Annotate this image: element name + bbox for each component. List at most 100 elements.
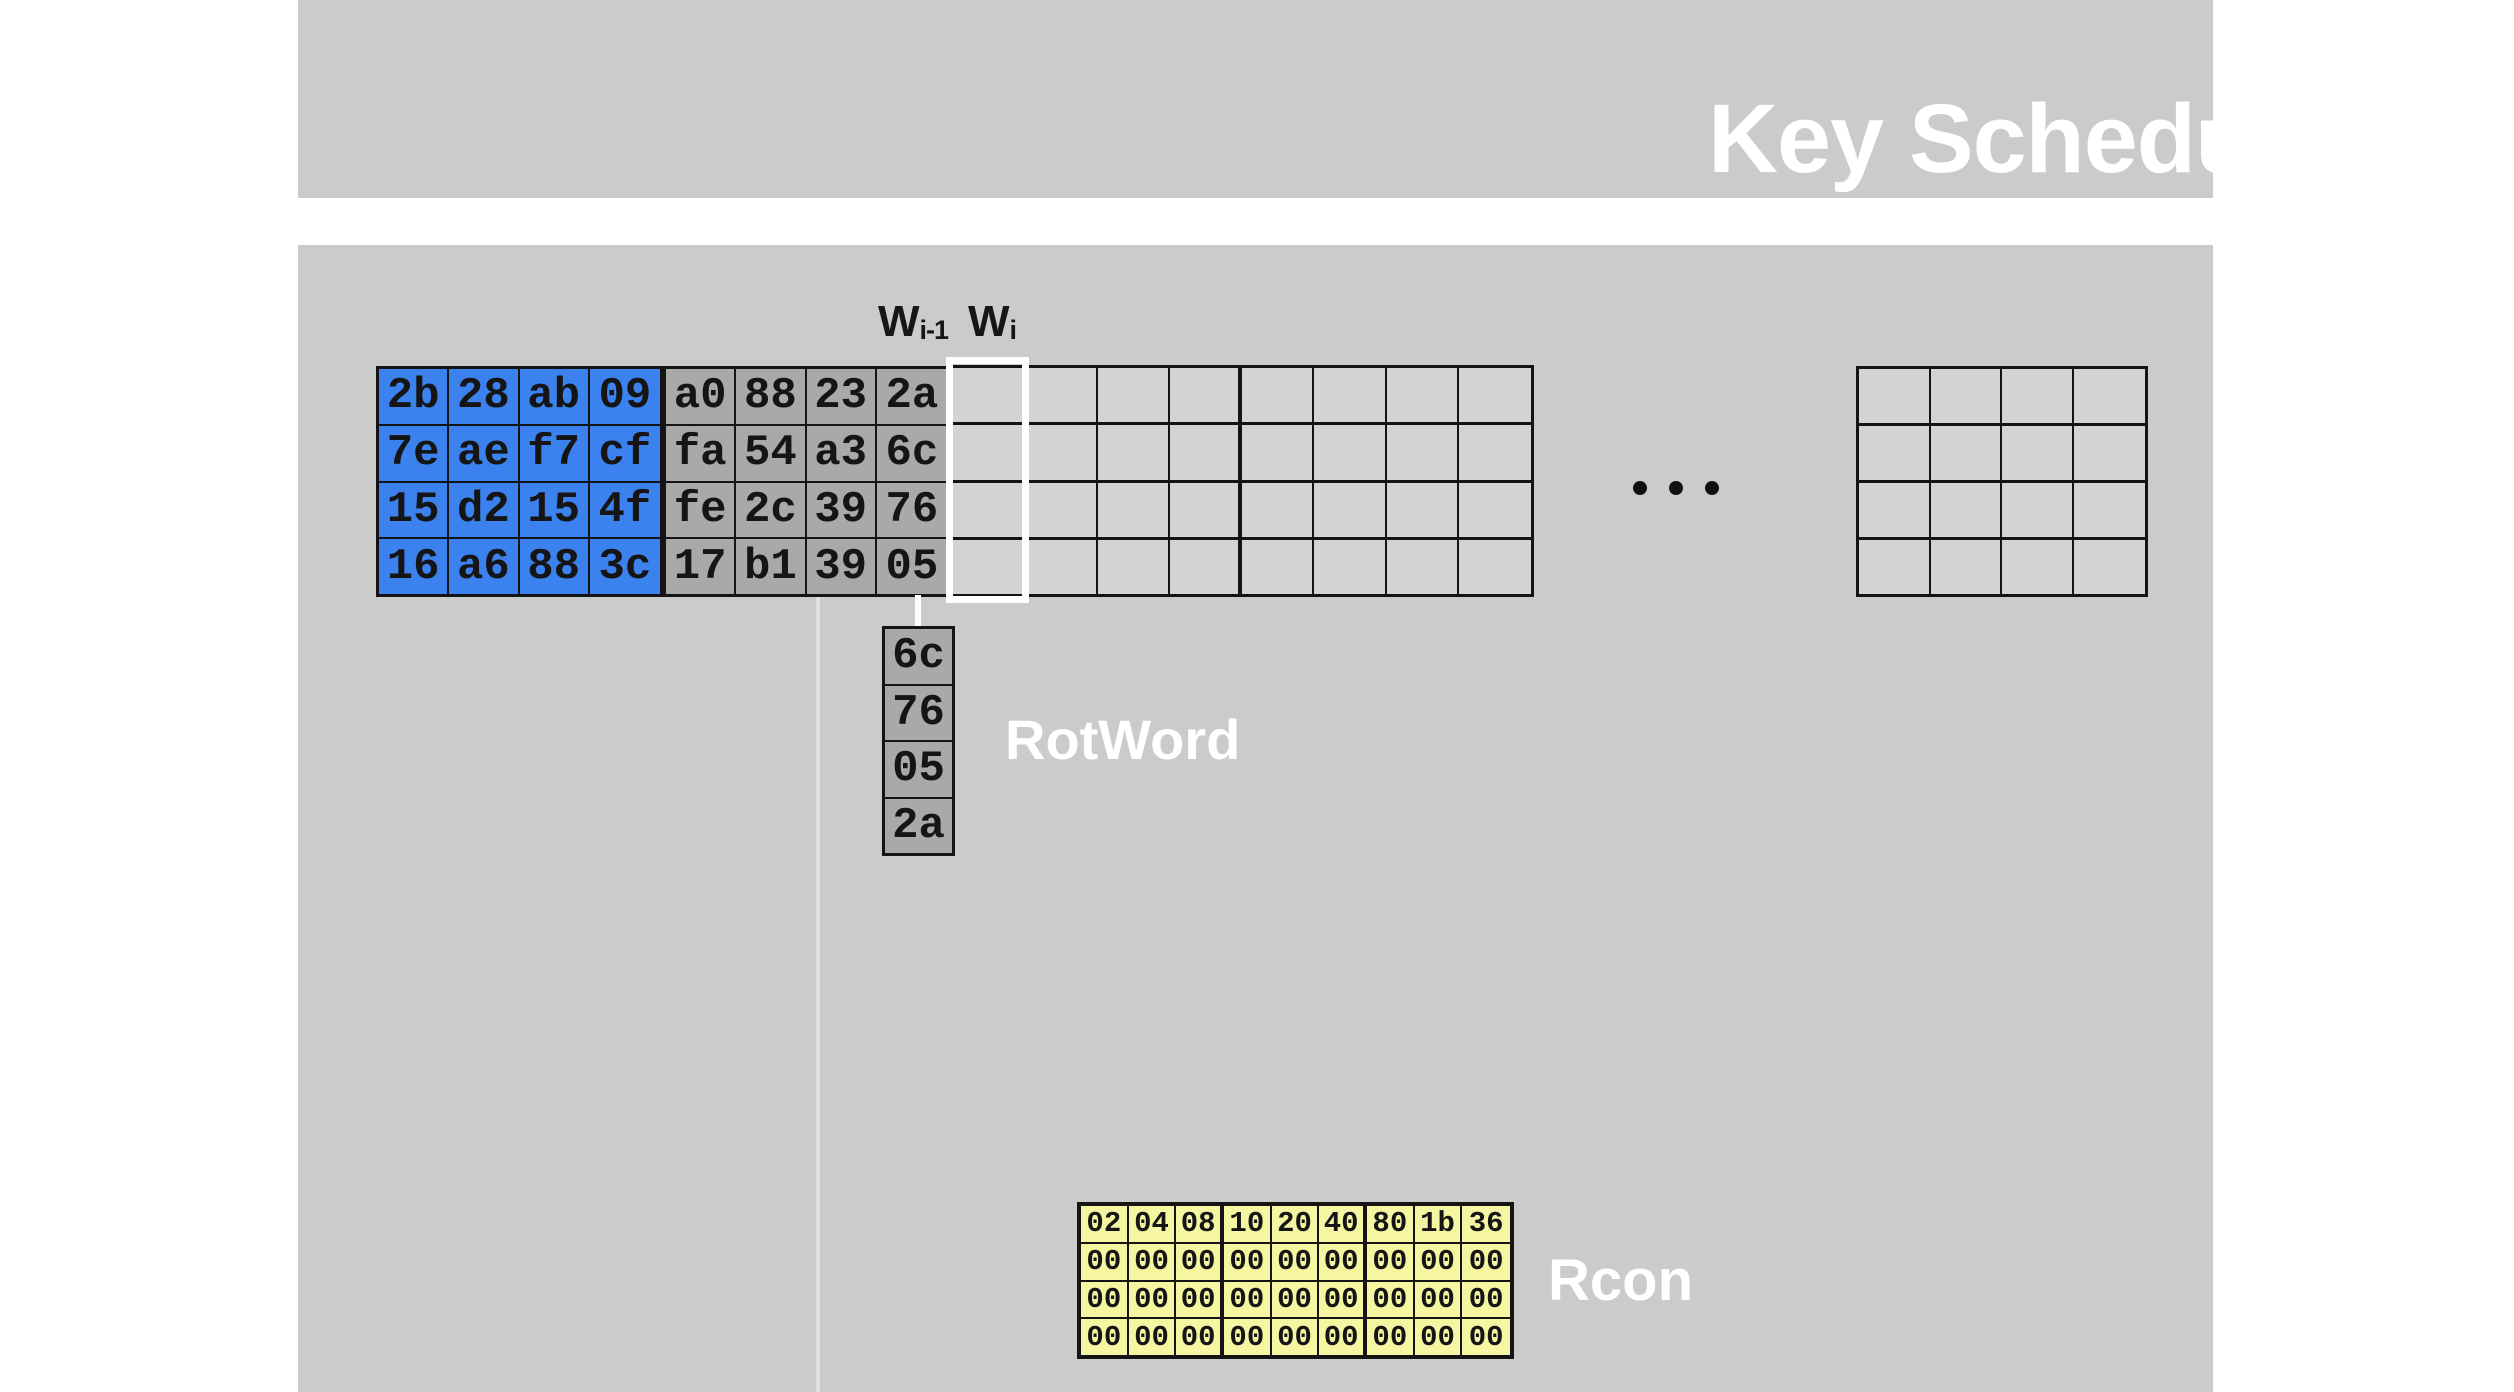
slide-top-band: Key Schedule — [298, 0, 2333, 198]
empty-grid-cell — [1458, 368, 1531, 426]
grid-cell: 00 — [1081, 1319, 1129, 1355]
grid-cell: 4f — [589, 482, 660, 540]
empty-grid-cell — [1169, 425, 1242, 483]
grid-cell: 00 — [1224, 1281, 1272, 1320]
grid-cell: 00 — [1319, 1281, 1367, 1320]
ellipsis-dot — [1633, 481, 1647, 495]
rotword-label: RotWord — [1005, 708, 1241, 771]
grid-cell: 00 — [1271, 1243, 1320, 1282]
grid-cell: 17 — [666, 539, 737, 594]
empty-grid-cell — [2073, 426, 2145, 483]
grid-cell: 76 — [885, 685, 952, 742]
grid-cell: 00 — [1367, 1281, 1415, 1320]
grid-cell: f7 — [519, 425, 590, 483]
empty-grid-cell — [1242, 368, 1315, 426]
grid-cell: 6c — [885, 629, 952, 686]
label-w-prev-subscript: i-1 — [919, 315, 949, 345]
empty-grid-cell — [1859, 483, 1931, 540]
grid-cell: 10 — [1224, 1206, 1272, 1244]
grid-cell: 00 — [1176, 1319, 1224, 1355]
grid-cell: 00 — [1367, 1319, 1415, 1355]
grid-cell: 2a — [876, 369, 947, 426]
empty-grid-cell — [1242, 539, 1315, 594]
grid-cell: fa — [666, 425, 737, 483]
grid-cell: 88 — [736, 369, 807, 426]
grid-cell: 05 — [876, 539, 947, 594]
grid-cell: 6c — [876, 425, 947, 483]
empty-grid-cell — [1386, 425, 1459, 483]
grid-cell: fe — [666, 482, 737, 540]
grid-cell: 09 — [589, 369, 660, 426]
grid-cell: 15 — [519, 482, 590, 540]
grid-cell: a0 — [666, 369, 737, 426]
grid-cell: 2b — [379, 369, 450, 426]
grid-cell: 2c — [736, 482, 807, 540]
empty-grid-cell — [1386, 368, 1459, 426]
rotword-connector-line — [915, 595, 921, 628]
empty-grid-cell — [1097, 425, 1170, 483]
empty-grid-cell — [1458, 482, 1531, 540]
empty-grid-cell — [1097, 368, 1170, 426]
empty-grid-cell — [1025, 482, 1098, 540]
empty-grid-cell — [2073, 540, 2145, 594]
empty-grid-cell — [1859, 540, 1931, 594]
empty-grid-cell — [1097, 482, 1170, 540]
grid-cell: 00 — [1414, 1281, 1463, 1320]
grid-cell: 00 — [1128, 1243, 1177, 1282]
empty-grid-cell — [2002, 483, 2074, 540]
label-w-current-subscript: i — [1009, 315, 1017, 345]
grid-cell: 00 — [1414, 1319, 1463, 1355]
empty-grid-cell — [1386, 539, 1459, 594]
empty-grid-cell — [1859, 369, 1931, 426]
empty-grid-cell — [1097, 539, 1170, 594]
grid-cell: 7e — [379, 425, 450, 483]
wi-column-highlight — [946, 357, 1029, 603]
empty-grid-cell — [1314, 482, 1387, 540]
grid-cell: 00 — [1128, 1319, 1177, 1355]
grid-cell: 00 — [1367, 1243, 1415, 1282]
grid-cell: d2 — [449, 482, 520, 540]
grid-cell: ab — [519, 369, 590, 426]
empty-grid-cell — [2002, 540, 2074, 594]
grid-cell: 54 — [736, 425, 807, 483]
grid-cell: cf — [589, 425, 660, 483]
empty-grid-cell — [1242, 425, 1315, 483]
empty-grid-cell — [1025, 425, 1098, 483]
empty-grid-cell — [1242, 482, 1315, 540]
final-round-key-empty-grid — [1856, 366, 2148, 597]
grid-cell: 04 — [1128, 1206, 1177, 1244]
grid-cell: 05 — [885, 742, 952, 799]
ellipsis-dot — [1705, 481, 1719, 495]
label-w-current-base: W — [968, 297, 1010, 346]
grid-cell: 00 — [1414, 1243, 1463, 1282]
grid-cell: 00 — [1462, 1243, 1510, 1282]
grid-cell: a3 — [806, 425, 877, 483]
grid-cell: 28 — [449, 369, 520, 426]
empty-grid-cell — [1930, 369, 2002, 426]
grid-cell: 00 — [1462, 1281, 1510, 1320]
label-w-prev-base: W — [878, 297, 920, 346]
grid-cell: 39 — [806, 482, 877, 540]
label-w-current: Wi — [968, 297, 1017, 346]
grid-cell: 20 — [1271, 1206, 1320, 1244]
grid-cell: 40 — [1319, 1206, 1367, 1244]
empty-grid-cell — [1930, 483, 2002, 540]
empty-grid-cell — [1025, 539, 1098, 594]
page-title: Key Schedule — [1708, 84, 2333, 193]
expanded-key-empty-grid — [950, 365, 1534, 597]
grid-cell: 00 — [1271, 1319, 1320, 1355]
empty-grid-cell — [1314, 425, 1387, 483]
ellipsis-dot — [1669, 481, 1683, 495]
empty-grid-cell — [2002, 369, 2074, 426]
empty-grid-cell — [1314, 368, 1387, 426]
empty-grid-cell — [1386, 482, 1459, 540]
empty-grid-cell — [1314, 539, 1387, 594]
grid-cell: 00 — [1176, 1243, 1224, 1282]
grid-cell: 88 — [519, 539, 590, 594]
grid-cell: 00 — [1462, 1319, 1510, 1355]
empty-grid-cell — [1859, 426, 1931, 483]
